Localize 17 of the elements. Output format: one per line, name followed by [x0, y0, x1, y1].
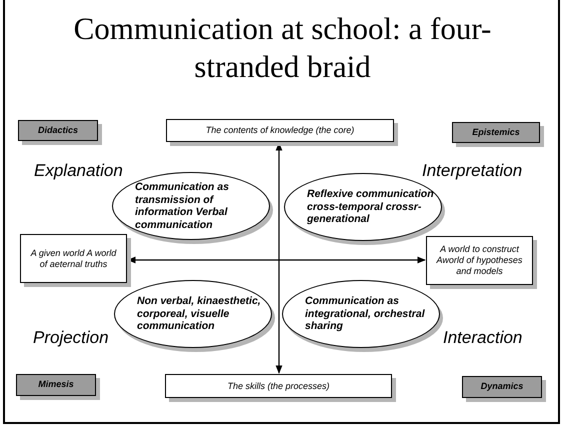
title: Communication at school: a four-stranded braid — [72, 10, 492, 86]
box-text: Mimesis — [38, 378, 74, 392]
box-text: Epistemics — [472, 126, 520, 139]
box-text: The skills (the processes) — [227, 380, 330, 392]
box-text: The contents of knowledge (the core) — [206, 125, 354, 136]
ellipse-text: Reflexive communication cross-temporal crossr-generational — [307, 188, 435, 226]
quadrant-label: Interaction — [443, 327, 522, 349]
box-text: Didactics — [38, 124, 78, 137]
ellipse-text: Non verbal, kinaesthetic, corporeal, visuelle communication — [137, 295, 262, 333]
box-text: A world to construct Aworld of hypotheses and models — [435, 244, 524, 277]
quadrant-label: Explanation — [34, 160, 123, 182]
ellipse-text: Communication as integrational, orchestral sharing — [305, 295, 426, 333]
quadrant-label: Interpretation — [422, 160, 522, 182]
box-text: Dynamics — [480, 380, 524, 394]
quadrant-label: Projection — [33, 327, 109, 349]
box-text: A given world A world of aeternal truths — [30, 248, 118, 270]
ellipse-text: Communication as transmission of information Verbal communication — [135, 181, 230, 231]
